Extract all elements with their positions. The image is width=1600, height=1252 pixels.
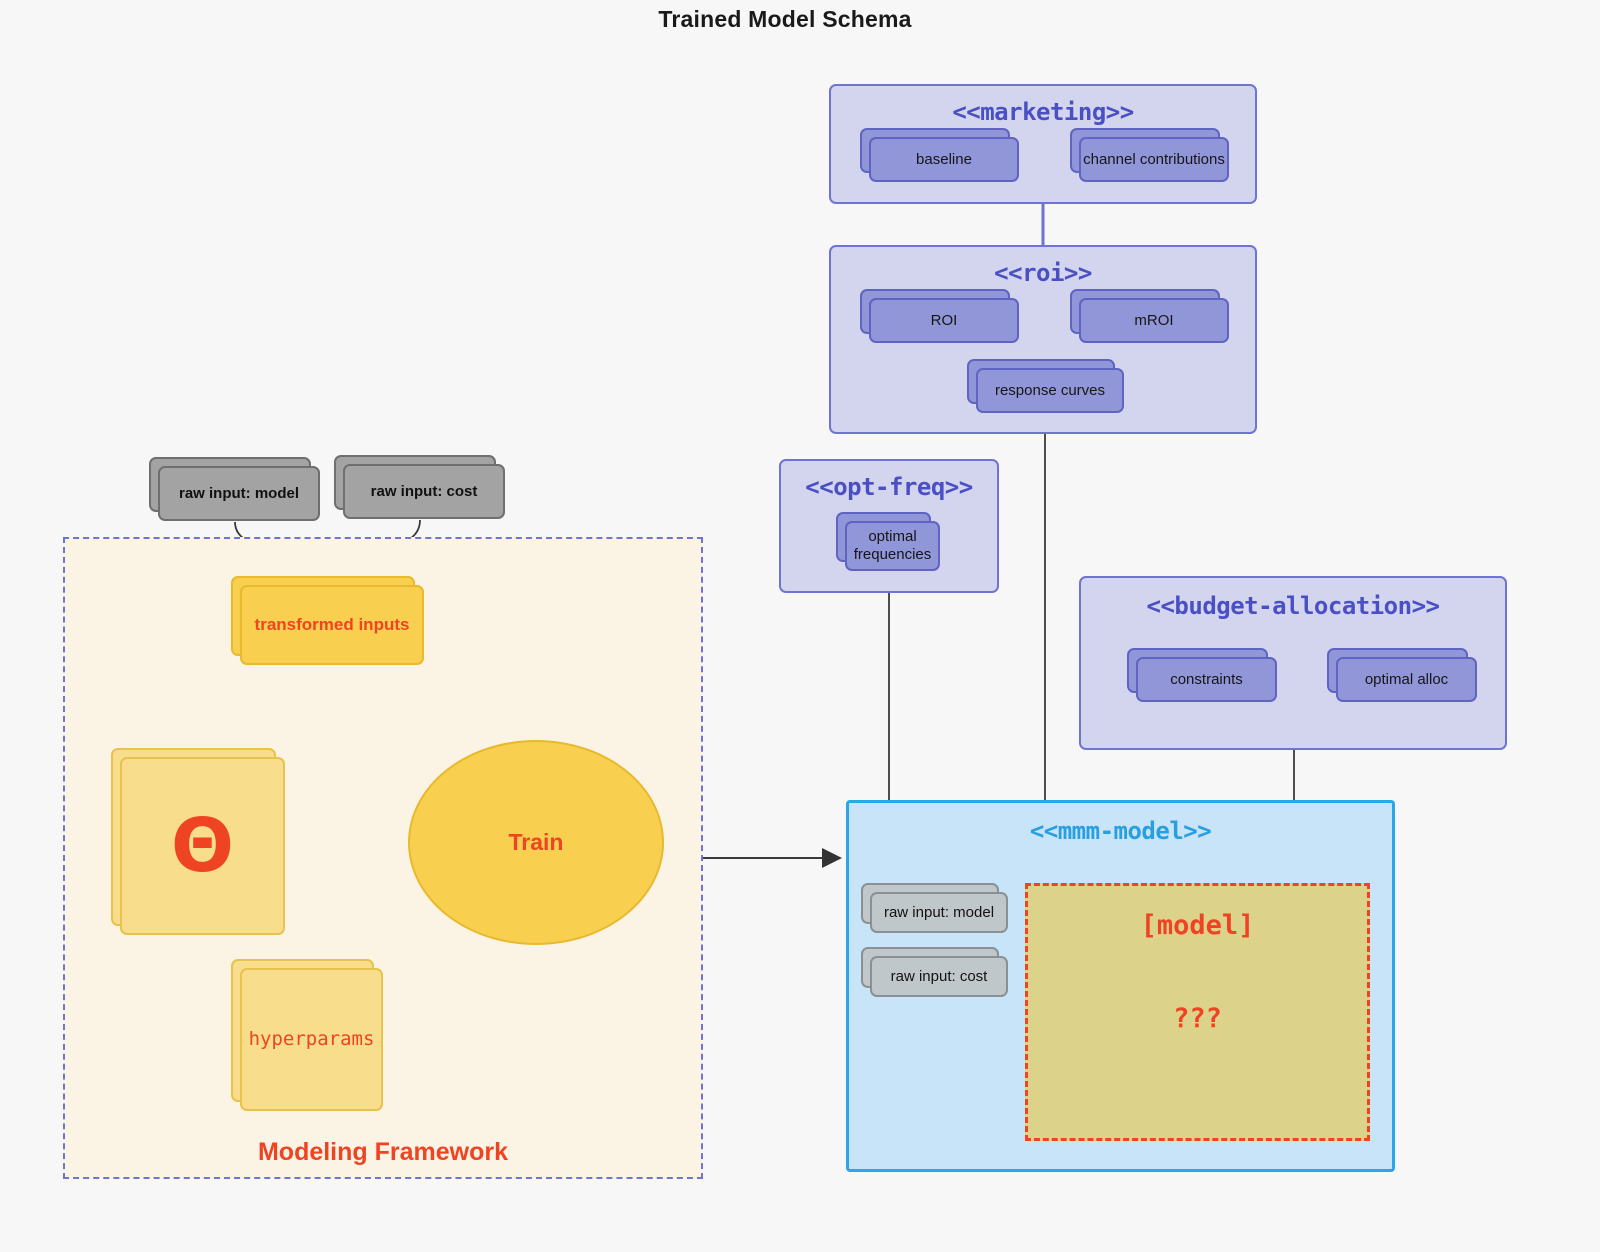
node-train[interactable]: Train xyxy=(408,740,664,945)
node-optimal-alloc-label: optimal alloc xyxy=(1336,657,1477,702)
node-raw-input-model[interactable]: raw input: model xyxy=(149,457,320,521)
package-budget-allocation-title: <<budget-allocation>> xyxy=(1146,592,1440,620)
node-optimal-alloc[interactable]: optimal alloc xyxy=(1327,648,1477,702)
node-raw-input-model-label: raw input: model xyxy=(158,466,320,521)
page-title: Trained Model Schema xyxy=(658,6,912,32)
node-response-curves[interactable]: response curves xyxy=(967,359,1124,413)
package-marketing-title: <<marketing>> xyxy=(952,98,1134,126)
node-constraints-label: constraints xyxy=(1136,657,1277,702)
node-theta-front: Θ xyxy=(120,757,285,935)
node-mmm-raw-input-cost-label: raw input: cost xyxy=(870,956,1008,997)
node-mmm-raw-input-model[interactable]: raw input: model xyxy=(861,883,1008,933)
node-channel-contributions[interactable]: channel contributions xyxy=(1070,128,1229,182)
model-placeholder-label: [model] xyxy=(1140,910,1255,941)
node-raw-input-cost-label: raw input: cost xyxy=(343,464,505,519)
theta-icon: Θ xyxy=(171,803,234,889)
node-hyperparams[interactable]: hyperparams xyxy=(231,959,383,1111)
node-optimal-frequencies[interactable]: optimal frequencies xyxy=(836,512,940,571)
node-mroi[interactable]: mROI xyxy=(1070,289,1229,343)
node-transformed-inputs-label: transformed inputs xyxy=(240,585,424,665)
node-transformed-inputs[interactable]: transformed inputs xyxy=(231,576,424,665)
node-optimal-frequencies-label: optimal frequencies xyxy=(845,521,940,571)
model-unknown-label: ??? xyxy=(1173,1003,1222,1034)
package-opt-freq-title: <<opt-freq>> xyxy=(805,473,973,501)
node-hyperparams-label: hyperparams xyxy=(240,968,383,1111)
modeling-framework-label: Modeling Framework xyxy=(257,1138,509,1166)
node-mmm-raw-input-model-label: raw input: model xyxy=(870,892,1008,933)
node-train-label: Train xyxy=(508,829,564,855)
node-channel-contributions-label: channel contributions xyxy=(1079,137,1229,182)
model-placeholder-box[interactable]: [model] ??? xyxy=(1025,883,1370,1141)
package-mmm-model-title: <<mmm-model>> xyxy=(1029,817,1212,845)
node-mmm-raw-input-cost[interactable]: raw input: cost xyxy=(861,947,1008,997)
package-roi-title: <<roi>> xyxy=(994,259,1092,287)
node-baseline[interactable]: baseline xyxy=(860,128,1019,182)
node-roi[interactable]: ROI xyxy=(860,289,1019,343)
node-baseline-label: baseline xyxy=(869,137,1019,182)
node-mroi-label: mROI xyxy=(1079,298,1229,343)
node-raw-input-cost[interactable]: raw input: cost xyxy=(334,455,505,519)
node-constraints[interactable]: constraints xyxy=(1127,648,1277,702)
node-theta[interactable]: Θ xyxy=(111,748,285,935)
node-response-curves-label: response curves xyxy=(976,368,1124,413)
node-roi-label: ROI xyxy=(869,298,1019,343)
